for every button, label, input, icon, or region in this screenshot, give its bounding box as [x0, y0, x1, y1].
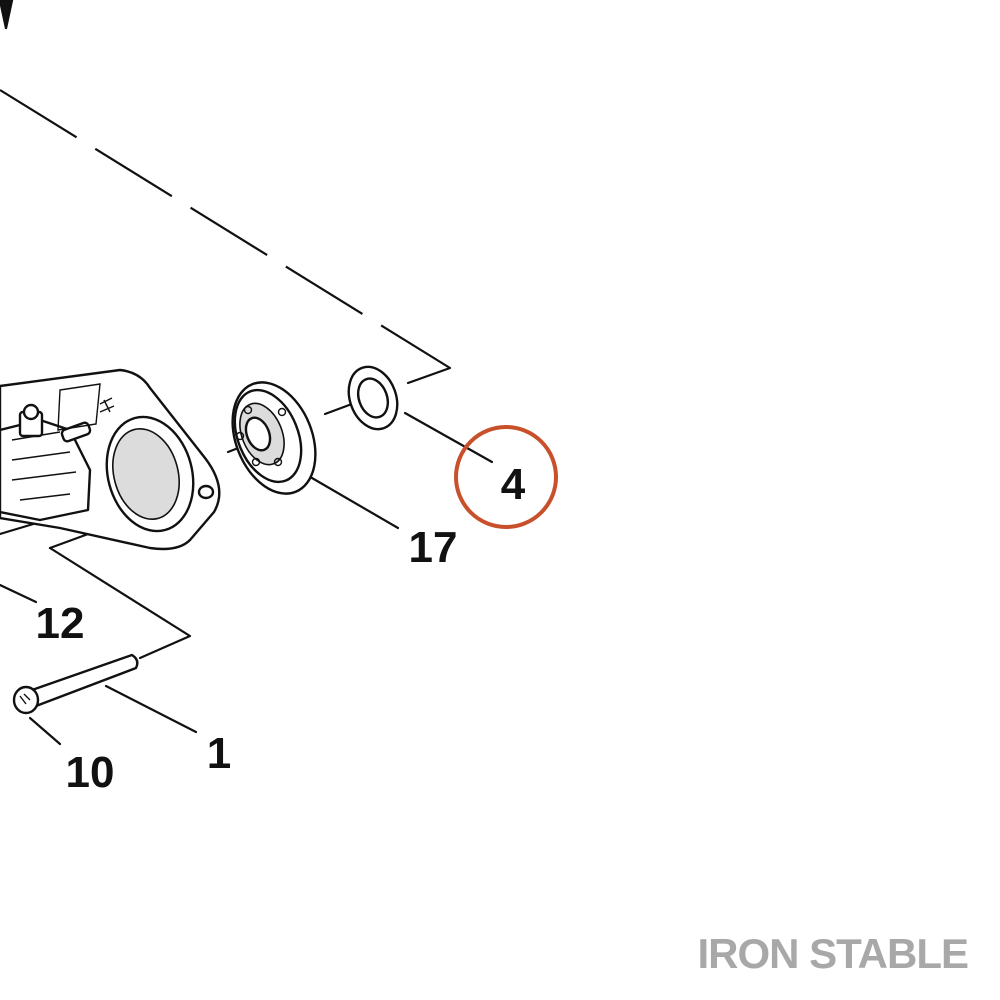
assembly-axis-return: [406, 366, 452, 385]
callout-label-1: 1: [207, 729, 231, 778]
brand-watermark: IRON STABLE: [697, 930, 968, 977]
part-bearing: [231, 381, 317, 495]
leader-line-12: [0, 583, 38, 604]
arrow-stroke-fragment: [0, 0, 14, 30]
assembly-axis-dashed: [0, 89, 451, 369]
leader-line-1: [104, 684, 198, 734]
part-housing: [0, 368, 221, 551]
callout-label-4: 4: [501, 460, 526, 509]
callout-label-10: 10: [66, 748, 115, 797]
leader-line-10: [28, 716, 62, 746]
part-washer: [347, 365, 399, 431]
part-bolt: [12, 653, 139, 715]
callout-label-17: 17: [409, 523, 458, 572]
callout-label-12: 12: [36, 599, 85, 648]
leader-line-17: [310, 476, 400, 530]
axis-line-bolt: [48, 546, 192, 660]
leader-line-4: [403, 411, 494, 464]
callout-highlight-ring: [454, 425, 558, 529]
